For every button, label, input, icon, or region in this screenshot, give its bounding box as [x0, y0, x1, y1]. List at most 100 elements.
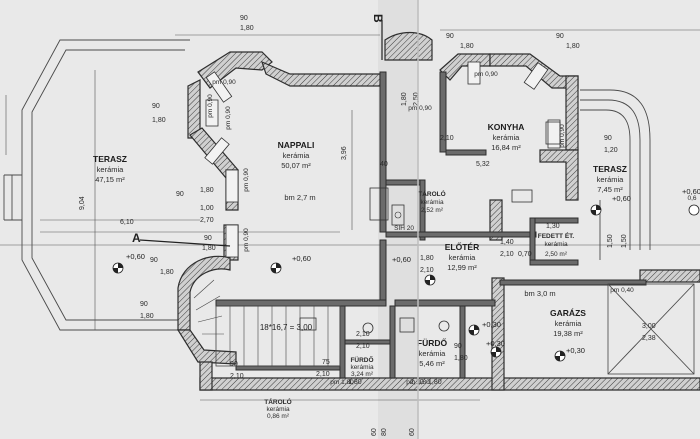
dim-label: 5,32: [476, 161, 490, 168]
room-area: 2,52 m²: [421, 207, 444, 214]
dim-label: 1,30: [546, 223, 560, 230]
room-material: kerámia: [449, 253, 477, 262]
room-terasz-right: TERASZ kerámia 7,45 m²: [593, 164, 627, 194]
level-marker: +0,30: [468, 320, 501, 336]
dim-label: 90: [176, 191, 184, 198]
pm-label: pm 0,90: [243, 228, 250, 252]
dim-label: 90: [240, 15, 248, 22]
room-name: FÜRDŐ: [350, 355, 373, 364]
dim-label: 40: [380, 161, 388, 168]
dim-label: 1,80: [202, 245, 216, 252]
dim-label: 1,50: [621, 234, 628, 248]
chimney-label: SIH 20: [394, 225, 414, 232]
room-material: kerámia: [350, 364, 374, 371]
pm-label: pm 0,90: [212, 79, 236, 86]
dim-label: 1,80: [140, 313, 154, 320]
dim-label: 2,10: [356, 331, 370, 338]
pm-label: pm 0,90: [559, 124, 566, 148]
dim-label: 90: [230, 361, 238, 368]
room-material: kerámia: [420, 199, 444, 206]
dim-label: 1,80: [200, 187, 214, 194]
dim-label: 2,50: [413, 92, 420, 106]
level-text: +0,60: [392, 255, 411, 264]
level-marker: +0,60: [590, 194, 631, 216]
room-tarolo-2: TÁROLÓ kerámia 0,86 m²: [264, 397, 291, 420]
room-name: TERASZ: [93, 154, 127, 164]
room-name: FÜRDŐ: [417, 337, 448, 348]
section-label-b: B: [371, 14, 385, 23]
dim-label: 1,80: [240, 25, 254, 32]
dim-label: 2,38: [642, 335, 656, 342]
section-mark-b: B: [371, 14, 385, 60]
windows: [204, 61, 561, 258]
room-area: 16,84 m²: [491, 143, 521, 152]
level-text: +0,60: [126, 252, 145, 261]
room-material: kerámia: [544, 241, 568, 248]
room-area: 3,24 m²: [351, 371, 374, 378]
dim-label: 0,70: [518, 251, 532, 258]
dim-label: 90: [454, 343, 462, 350]
pm-label: pm 0,90: [474, 71, 498, 78]
room-name: KONYHA: [488, 122, 525, 132]
room-material: kerámia: [419, 349, 447, 358]
dim-label: 2,10: [410, 379, 424, 386]
dim-label: 2,10: [500, 251, 514, 258]
room-area: 19,38 m²: [553, 329, 583, 338]
dimension-lines: [0, 29, 700, 401]
level-marker: +0,60: [270, 254, 311, 274]
dim-label: 60: [371, 428, 378, 436]
room-name: NAPPALI: [278, 140, 315, 150]
room-material: kerámia: [493, 133, 521, 142]
dim-label: 2,10: [420, 267, 434, 274]
dim-label: 90: [556, 33, 564, 40]
room-fedett: FEDETT ÉT. kerámia 2,50 m²: [538, 231, 575, 258]
section-mark-a: A: [132, 231, 231, 247]
garage-hatch-box: [607, 283, 695, 375]
dim-label: 3,00: [642, 323, 656, 330]
dim-label: 90: [204, 235, 212, 242]
level-text: +0,60: [292, 254, 311, 263]
room-tarolo-1: TÁROLÓ kerámia 2,52 m²: [418, 189, 445, 214]
pm-label: pm 0,90: [207, 94, 214, 118]
dim-label: 2,10: [316, 371, 330, 378]
room-name: GARÁZS: [550, 308, 586, 318]
dim-label: 1,50: [607, 234, 614, 248]
room-material: kerámia: [283, 151, 311, 160]
dim-label: 2,10: [440, 135, 454, 142]
pm-label: pm 0,90: [225, 106, 232, 130]
level-marker: +0,30: [554, 346, 585, 362]
dim-label: 2,10: [230, 373, 244, 380]
level-marker: +0,60: [392, 255, 436, 286]
room-extra: bm 2,7 m: [284, 193, 315, 202]
dim-label: 90: [152, 103, 160, 110]
dim-label: 1,80: [152, 117, 166, 124]
room-furdo-small: FÜRDŐ kerámia 3,24 m²: [350, 355, 374, 378]
room-terasz-left: TERASZ kerámia 47,15 m²: [93, 154, 127, 184]
room-name: FEDETT ÉT.: [538, 231, 575, 240]
main-stair: [193, 279, 341, 367]
dim-label: 60: [409, 428, 416, 436]
dim-label: 1,80: [566, 43, 580, 50]
bathroom-fixtures: [299, 121, 561, 334]
dim-label: 1,80: [348, 379, 362, 386]
room-area: 12,99 m²: [447, 263, 477, 272]
dim-label: 80: [381, 428, 388, 436]
dim-label: 2,10: [356, 343, 370, 350]
terrace-right-ramp: [580, 89, 651, 260]
dim-label: 90: [446, 33, 454, 40]
pm-label: pm 0,90: [243, 168, 250, 192]
pm-label: pm 0,90: [408, 105, 432, 112]
room-area: 7,45 m²: [597, 185, 623, 194]
room-name: TÁROLÓ: [418, 189, 445, 198]
dim-label: 9,04: [79, 196, 86, 210]
dim-label: 6,10: [120, 219, 134, 226]
room-name: TERASZ: [593, 164, 627, 174]
interior-walls: [215, 71, 647, 379]
dim-label: 1,80: [401, 92, 408, 106]
room-garazs: bm 3,0 m GARÁZS kerámia 19,38 m²: [524, 289, 586, 338]
dim-label: 1,80: [160, 269, 174, 276]
dim-label: 1,20: [604, 147, 618, 154]
level-text: +0,30: [566, 346, 585, 355]
dim-label: 1,80: [460, 43, 474, 50]
